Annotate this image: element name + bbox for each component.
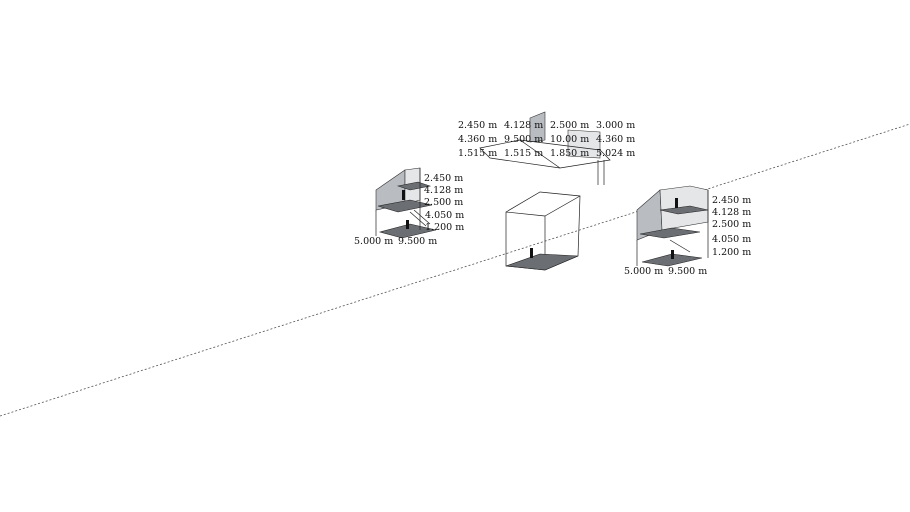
dim-label: 2.500 m [550, 120, 589, 131]
dim-label: 3.000 m [596, 120, 635, 131]
dim-label: 2.450 m [424, 173, 463, 184]
right-building[interactable]: 2.450 m 4.128 m 2.500 m 4.050 m 1.200 m … [624, 185, 751, 277]
dim-label: 2.450 m [712, 195, 751, 206]
dim-label: 1.515 m [458, 148, 497, 159]
dim-label: 2.450 m [458, 120, 497, 131]
middle-box[interactable] [505, 191, 581, 271]
dim-label: 9.500 m [504, 134, 543, 145]
dim-label: 4.128 m [424, 185, 463, 196]
dim-label: 1.200 m [712, 247, 751, 258]
dim-label: 5.024 m [596, 148, 635, 159]
dim-label: 4.050 m [425, 210, 464, 221]
dim-label: 1.515 m [504, 148, 543, 159]
dim-label: 4.128 m [504, 120, 543, 131]
dim-label: 2.500 m [712, 219, 751, 230]
dim-label: 4.050 m [712, 234, 751, 245]
dim-label: 4.128 m [712, 207, 751, 218]
dim-label: 5.000 m [354, 236, 393, 247]
dim-label: 9.500 m [398, 236, 437, 247]
middle-cluster[interactable]: 2.450 m 4.128 m 2.500 m 3.000 m 4.360 m … [458, 111, 635, 185]
dim-label: 1.850 m [550, 148, 589, 159]
dim-label: 5.000 m [624, 266, 663, 277]
dim-label: 4.360 m [596, 134, 635, 145]
dim-label: 2.500 m [424, 197, 463, 208]
left-building[interactable]: 2.450 m 4.128 m 2.500 m 4.050 m 1.200 m … [354, 167, 464, 247]
dim-label: 1.200 m [425, 222, 464, 233]
ground-axis-line [0, 123, 910, 417]
dim-label: 9.500 m [668, 266, 707, 277]
dim-label: 4.360 m [458, 134, 497, 145]
dim-label: 10.00 m [550, 134, 589, 145]
